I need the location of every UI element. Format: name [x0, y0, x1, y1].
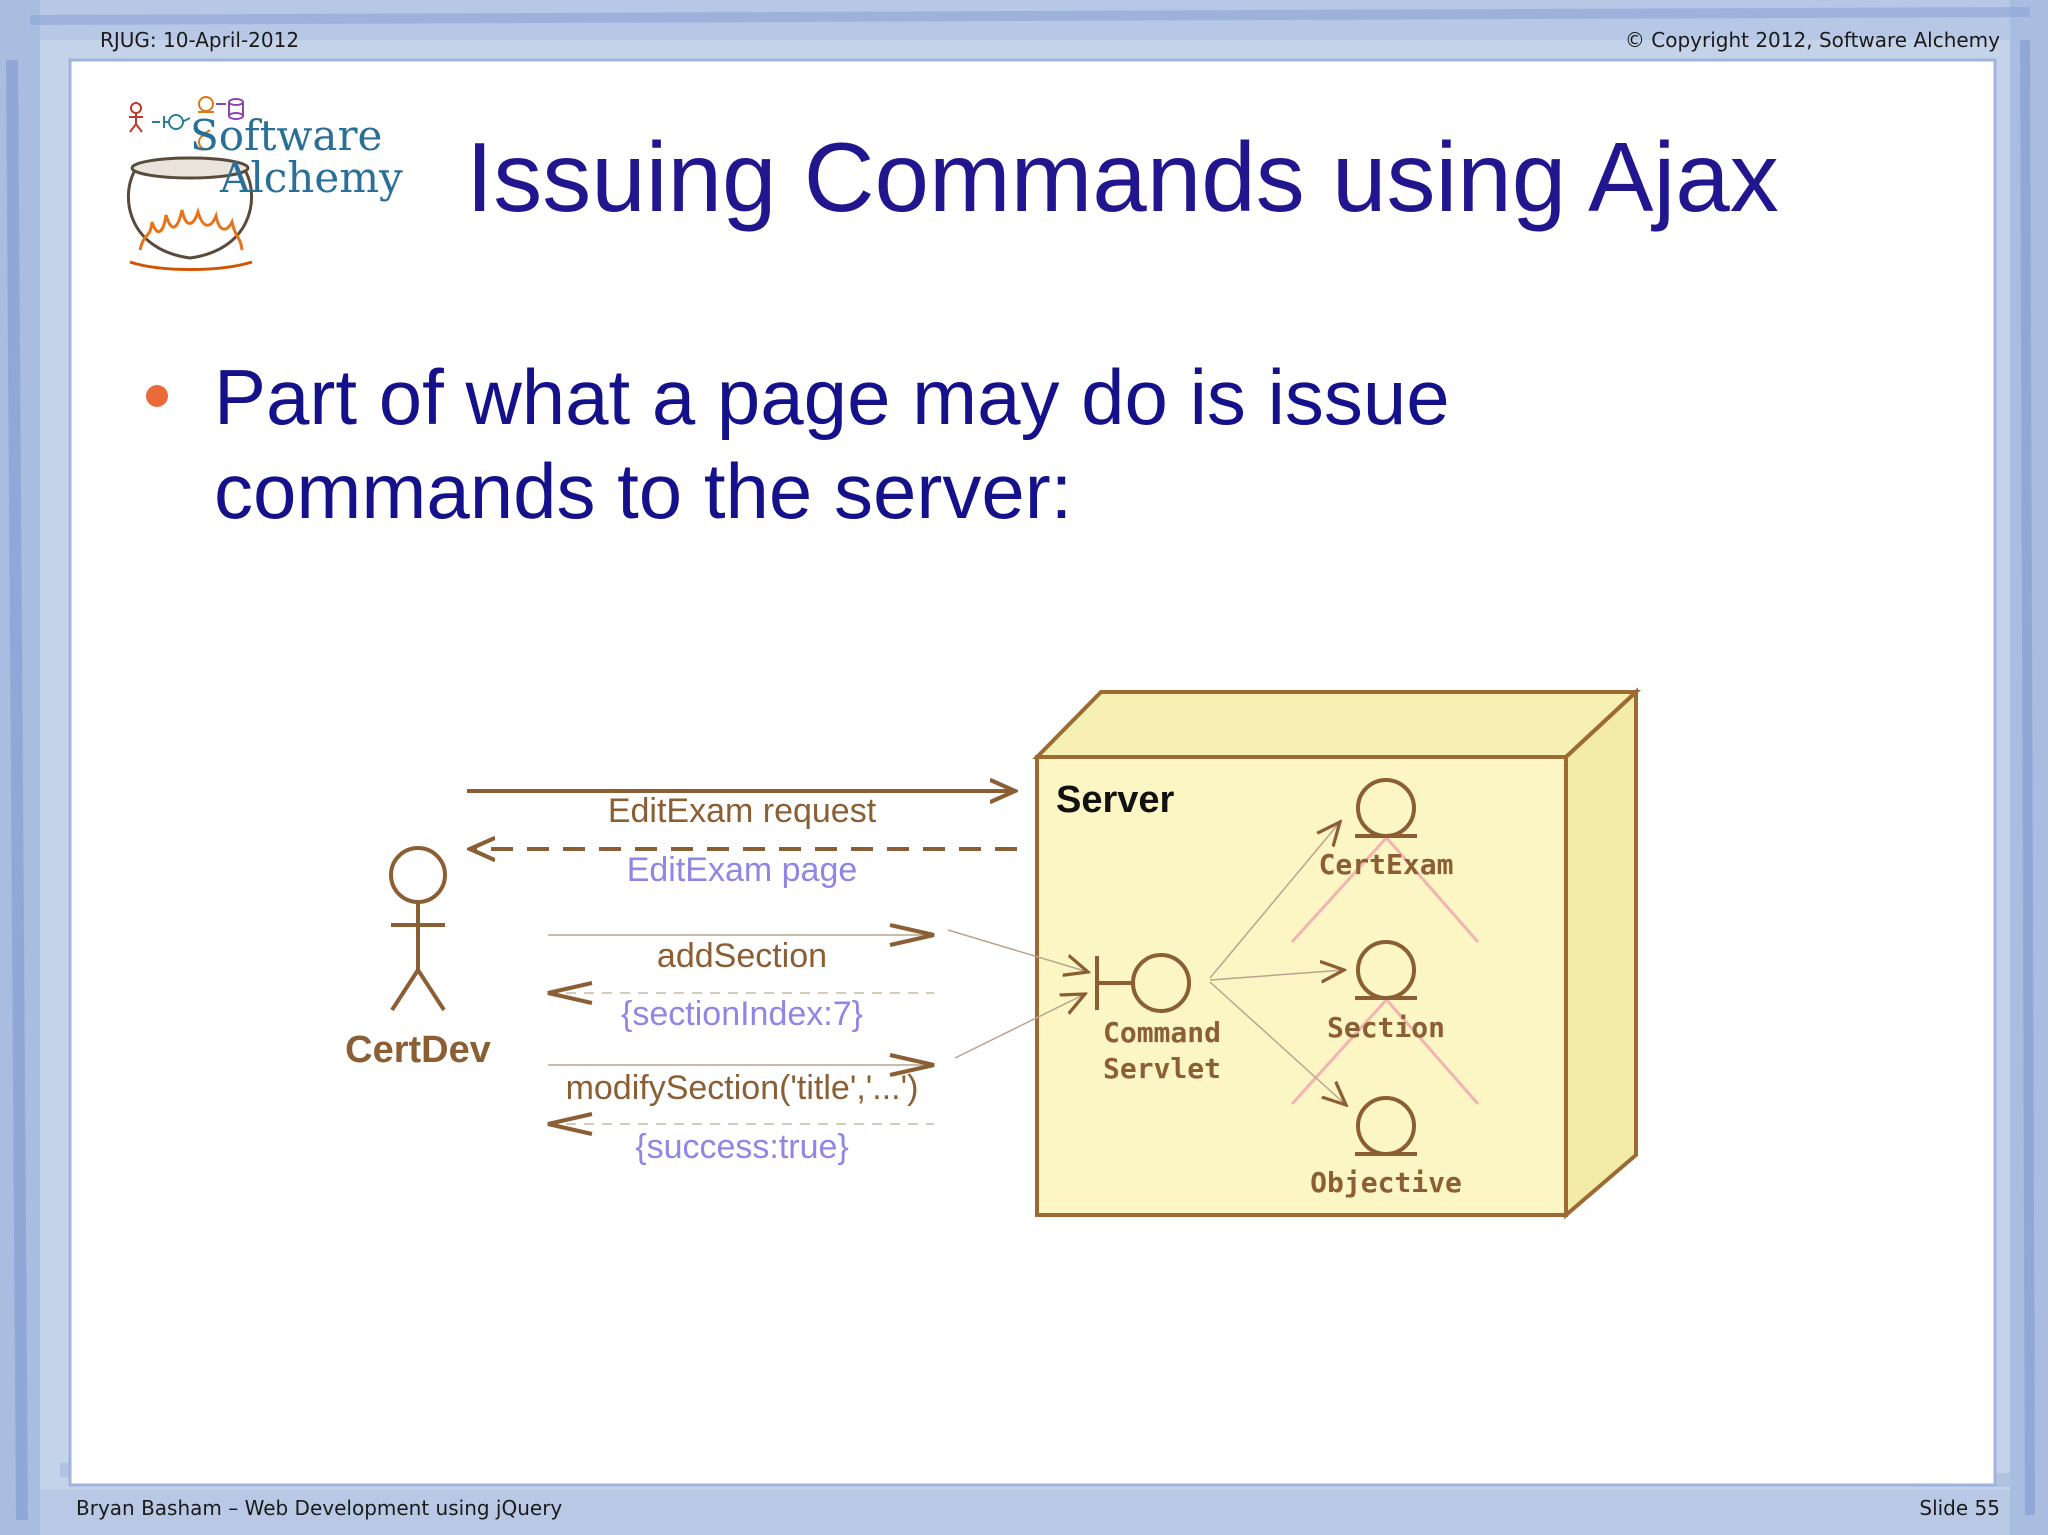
- logo-line1: Software: [190, 111, 382, 160]
- add-section-label: addSection: [657, 937, 827, 975]
- entity-certexam-label: CertExam: [1319, 848, 1454, 881]
- bullet-text: Part of what a page may do is issue comm…: [214, 353, 1450, 535]
- modify-to-servlet-line: [954, 994, 1085, 1059]
- entity-objective: [1355, 1096, 1417, 1156]
- request-label: EditExam request: [608, 792, 877, 830]
- add-to-servlet-line: [947, 929, 1088, 972]
- server-label: Server: [1056, 779, 1175, 821]
- command-servlet: [1095, 953, 1191, 1013]
- entity-associations: [1290, 834, 1480, 1106]
- logo-line2: Alchemy: [219, 153, 403, 202]
- entity-objective-label: Objective: [1310, 1166, 1462, 1199]
- entity-section-label: Section: [1327, 1011, 1445, 1044]
- bullet-marker: [146, 385, 168, 407]
- header-right: © Copyright 2012, Software Alchemy: [1624, 28, 2000, 52]
- page-label: EditExam page: [627, 851, 858, 889]
- servlet-to-certexam: [1209, 822, 1340, 979]
- servlet-to-objective: [1209, 981, 1346, 1105]
- slide-title: Issuing Commands using Ajax: [466, 122, 1779, 232]
- software-alchemy-logo: Software Alchemy: [126, 96, 403, 271]
- actor-certdev: [389, 846, 447, 1012]
- servlet-label-1: Command: [1103, 1016, 1221, 1049]
- entity-certexam: [1355, 778, 1417, 838]
- success-label: {success:true}: [635, 1128, 849, 1166]
- servlet-label-2: Servlet: [1103, 1052, 1221, 1085]
- footer-left: Bryan Basham – Web Development using jQu…: [76, 1496, 563, 1520]
- server-node: [1032, 687, 1642, 1220]
- actor-label: CertDev: [345, 1029, 491, 1071]
- section-index-label: {sectionIndex:7}: [621, 995, 863, 1033]
- header-left: RJUG: 10-April-2012: [100, 28, 300, 52]
- servlet-to-section: [1209, 970, 1344, 980]
- modify-section-label: modifySection('title','...'): [566, 1069, 919, 1107]
- entity-section: [1355, 940, 1417, 1000]
- footer-right: Slide 55: [1919, 1496, 2000, 1520]
